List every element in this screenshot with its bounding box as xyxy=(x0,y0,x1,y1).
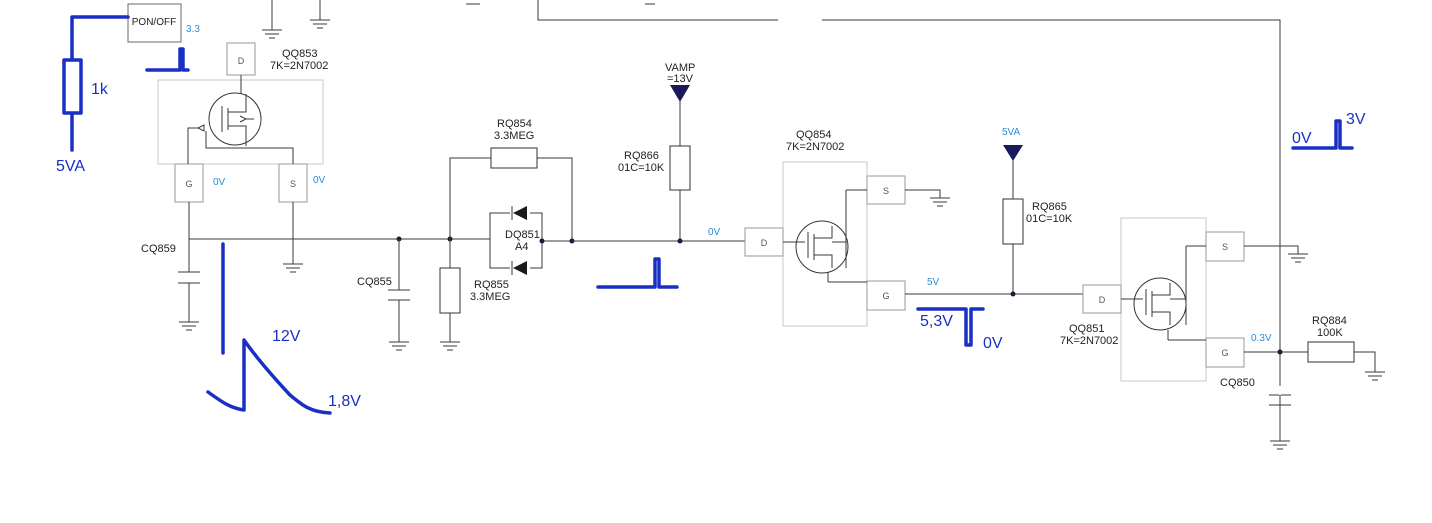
annotation-gate-dip-wave xyxy=(916,307,985,347)
annotation-1-8v: 1,8V xyxy=(328,393,361,410)
qq853-gate-pin: G xyxy=(185,179,192,189)
supply-5va: 5VA xyxy=(1002,127,1023,161)
pon-off-label: PON/OFF xyxy=(132,17,176,28)
qq853-value: 7K=2N7002 xyxy=(270,60,328,72)
transistor-qq854: D S G QQ854 7K=2N7002 xyxy=(744,129,950,327)
annotation-out-3v: 3V xyxy=(1346,111,1366,128)
annotation-12v: 12V xyxy=(272,328,301,345)
rq854-ref: RQ854 xyxy=(497,118,532,130)
rq866-ref: RQ866 xyxy=(624,150,659,162)
annotation-1k-resistor-trace xyxy=(62,15,130,152)
qq851-ref: QQ851 xyxy=(1069,323,1104,335)
dq851-value: A4 xyxy=(515,241,528,253)
rq866-value: 01C=10K xyxy=(618,162,665,174)
qq854-gate-pin: G xyxy=(882,291,889,301)
capacitor-cq850: CQ850 xyxy=(1220,377,1291,450)
resistor-rq884: RQ884 100K 0.3V xyxy=(1244,315,1385,381)
qq854-drain-pin: D xyxy=(761,238,768,248)
qq854-drain-net-voltage: 0V xyxy=(708,227,721,238)
qq851-gate-pin: G xyxy=(1221,348,1228,358)
vamp-value: =13V xyxy=(667,73,694,85)
annotation-1k: 1k xyxy=(91,81,109,98)
capacitor-cq859: CQ859 xyxy=(141,239,200,331)
handwritten-annotations: 1k 5VA 12V 1,8V 5,3V 0V 0V 3V xyxy=(56,15,1366,415)
qq854-value: 7K=2N7002 xyxy=(786,141,844,153)
qq851-drain-pin: D xyxy=(1099,295,1106,305)
rq855-ref: RQ855 xyxy=(474,279,509,291)
pon-off-voltage: 3.3 xyxy=(186,24,200,35)
annotation-bus-spike-wave xyxy=(206,242,332,415)
resistor-rq854: RQ854 3.3MEG xyxy=(449,118,573,241)
resistor-rq866: RQ866 01C=10K 0V xyxy=(572,100,745,244)
annotation-gate-0v: 0V xyxy=(983,335,1003,352)
cq855-ref: CQ855 xyxy=(357,276,392,288)
transistor-qq851: D S G QQ851 7K=2N7002 xyxy=(1060,217,1308,382)
qq853-ref: QQ853 xyxy=(282,48,317,60)
rq854-value: 3.3MEG xyxy=(494,130,534,142)
resistor-rq865: RQ865 01C=10K 5V xyxy=(905,160,1083,297)
rq855-value: 3.3MEG xyxy=(470,291,510,303)
qq851-source-pin: S xyxy=(1222,242,1228,252)
qq853-source-pin: S xyxy=(290,179,296,189)
qq854-source-pin: S xyxy=(883,186,889,196)
qq851-value: 7K=2N7002 xyxy=(1060,335,1118,347)
rq884-ref: RQ884 xyxy=(1312,315,1347,327)
annotation-gate-step-wave xyxy=(145,47,190,72)
rq865-ref: RQ865 xyxy=(1032,201,1067,213)
supply-vamp: VAMP =13V xyxy=(665,62,695,102)
annotation-5va: 5VA xyxy=(56,158,85,175)
qq854-gate-net-voltage: 5V xyxy=(927,277,940,288)
transistor-qq853: D G S QQ853 7K=2N7002 0V 0V xyxy=(157,42,328,203)
input-bus xyxy=(188,202,490,273)
annotation-out-0v: 0V xyxy=(1292,130,1312,147)
pon-off-switch: PON/OFF 3.3 xyxy=(127,3,200,43)
cq850-ref: CQ850 xyxy=(1220,377,1255,389)
rq865-value: 01C=10K xyxy=(1026,213,1073,225)
cq859-ref: CQ859 xyxy=(141,243,176,255)
diode-dq851: DQ851 A4 xyxy=(489,206,575,275)
capacitor-cq855: CQ855 xyxy=(357,239,410,351)
top-wires xyxy=(262,0,1281,420)
5va-label: 5VA xyxy=(1002,127,1020,138)
qq853-drain-pin: D xyxy=(238,56,245,66)
qq853-gate-voltage: 0V xyxy=(213,177,226,188)
resistor-rq855: RQ855 3.3MEG xyxy=(439,239,510,351)
qq851-gate-net-voltage: 0.3V xyxy=(1251,333,1272,344)
annotation-5-3v: 5,3V xyxy=(920,313,953,330)
qq853-source-voltage: 0V xyxy=(313,175,326,186)
dq851-ref: DQ851 xyxy=(505,229,540,241)
vamp-label: VAMP xyxy=(665,62,695,74)
annotation-output-step-wave xyxy=(1291,119,1354,150)
rq884-value: 100K xyxy=(1317,327,1343,339)
annotation-rq866-pulse-wave xyxy=(596,257,679,289)
qq854-ref: QQ854 xyxy=(796,129,831,141)
